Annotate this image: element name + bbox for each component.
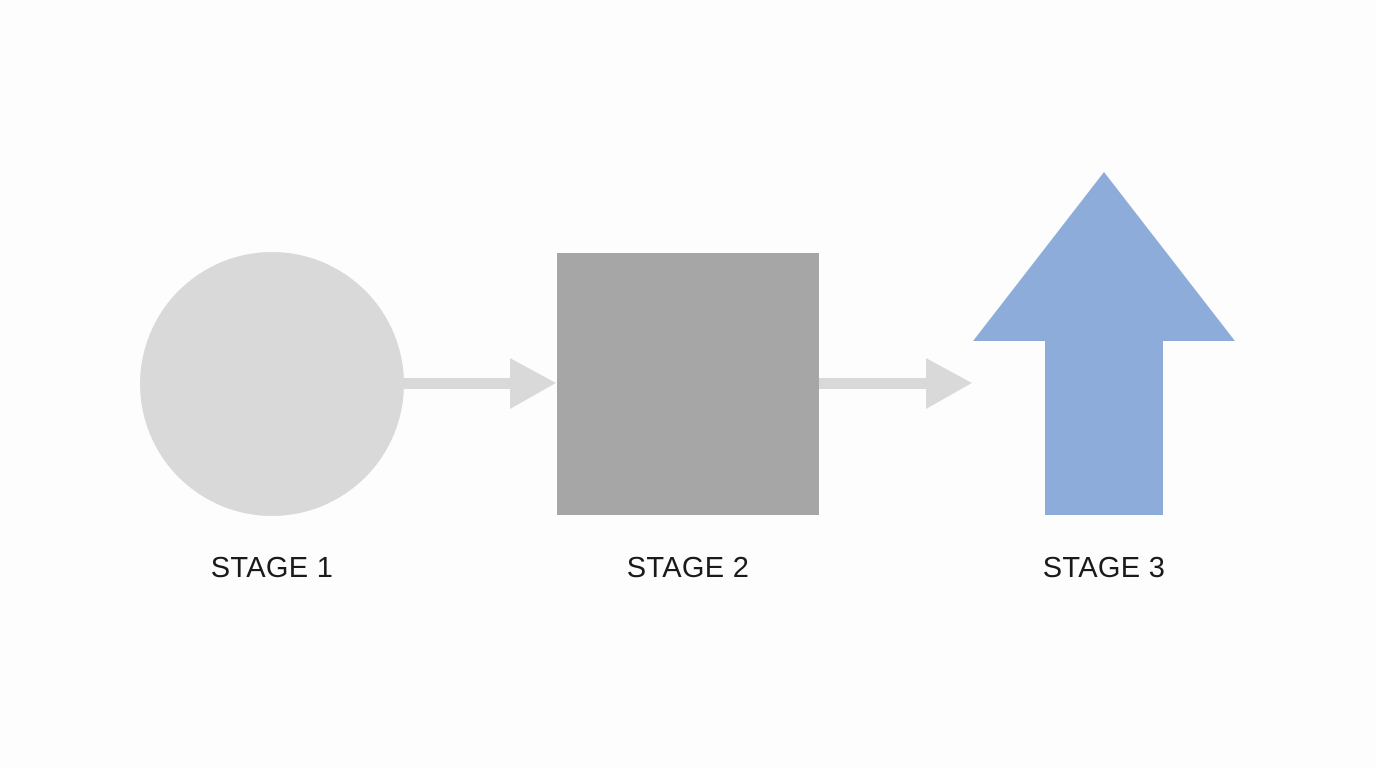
stage-1-circle-shape [140, 252, 404, 516]
stage-1-label: STAGE 1 [210, 552, 334, 584]
connector-arrow-2 [818, 358, 972, 409]
connector-arrow-1 [400, 358, 556, 409]
stage-3-label: STAGE 3 [1042, 552, 1166, 584]
stage-2-square-shape [557, 253, 819, 515]
stage-3-up-arrow-shape [973, 172, 1235, 515]
stage-2-label: STAGE 2 [626, 552, 750, 584]
